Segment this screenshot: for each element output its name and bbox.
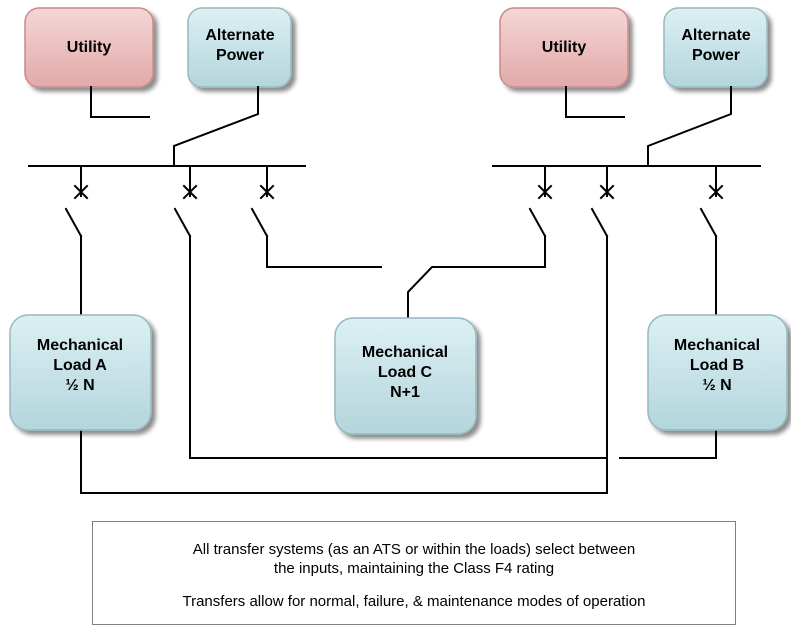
left-source-transfer-switch xyxy=(90,86,259,167)
breaker-left-1 xyxy=(64,165,89,238)
breaker-right-3 xyxy=(699,165,724,238)
utility-left-label: Utility xyxy=(67,39,112,56)
feeder-right-to-load-a xyxy=(80,235,608,494)
load-b-line3: ½ N xyxy=(702,377,731,394)
mechanical-load-a: Mechanical Load A ½ N xyxy=(9,314,152,431)
power-distribution-diagram: Utility Alternate Power Utility Alternat… xyxy=(9,7,788,494)
utility-source-left: Utility xyxy=(24,7,154,88)
notes-box: All transfer systems (as an ATS or withi… xyxy=(92,521,736,625)
alternate-left-label-line1: Alternate xyxy=(205,27,274,44)
alternate-left-label-line2: Power xyxy=(216,47,264,64)
note-line-3: Transfers allow for normal, failure, & m… xyxy=(182,593,646,610)
load-c-line2: Load C xyxy=(378,364,433,381)
mechanical-load-c: Mechanical Load C N+1 xyxy=(334,317,477,435)
load-a-line2: Load A xyxy=(53,357,107,374)
utility-source-right: Utility xyxy=(499,7,629,88)
load-a-line1: Mechanical xyxy=(37,337,123,354)
breaker-right-2 xyxy=(590,165,615,238)
right-source-transfer-switch xyxy=(565,86,732,167)
note-line-1: All transfer systems (as an ATS or withi… xyxy=(192,541,636,558)
load-c-line3: N+1 xyxy=(390,384,420,401)
utility-right-label: Utility xyxy=(542,39,587,56)
feeder-left-to-load-b xyxy=(189,235,606,459)
alternate-right-label-line2: Power xyxy=(692,47,740,64)
note-line-2: the inputs, maintaining the Class F4 rat… xyxy=(273,560,555,577)
alternate-power-source-right: Alternate Power xyxy=(663,7,768,88)
alternate-power-source-left: Alternate Power xyxy=(187,7,292,88)
mechanical-load-b: Mechanical Load B ½ N xyxy=(647,314,788,431)
load-b-line2: Load B xyxy=(690,357,744,374)
breaker-right-1 xyxy=(528,165,553,238)
feeder-load-b-return xyxy=(619,429,717,459)
breaker-left-3 xyxy=(250,165,275,238)
load-b-line1: Mechanical xyxy=(674,337,760,354)
breaker-left-2 xyxy=(173,165,198,238)
load-c-line1: Mechanical xyxy=(362,344,448,361)
load-a-line3: ½ N xyxy=(65,377,94,394)
alternate-right-label-line1: Alternate xyxy=(681,27,750,44)
load-c-transfer-switch xyxy=(266,235,546,319)
